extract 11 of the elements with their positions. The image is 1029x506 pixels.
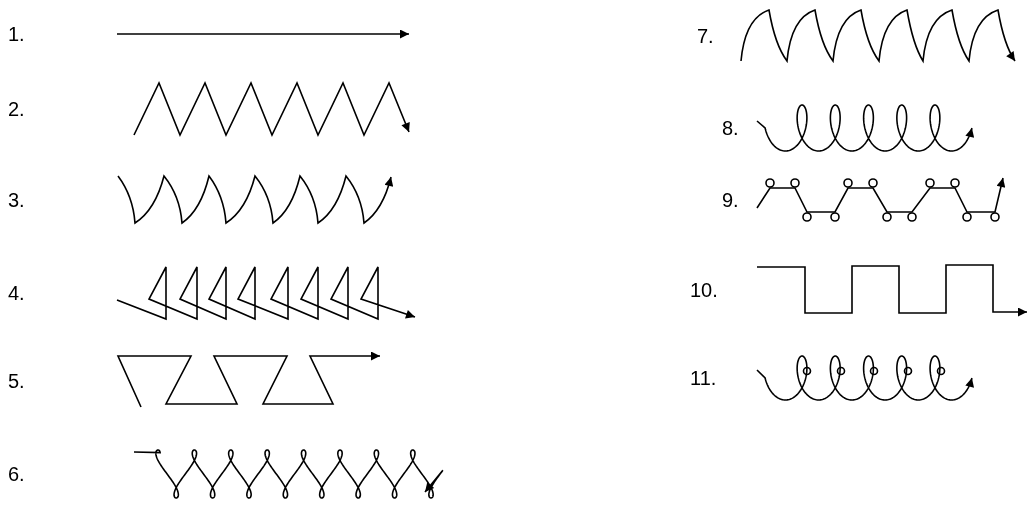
pattern-number: 9. [722,190,739,210]
pattern-number: 11. [690,368,717,388]
pattern-number: 1. [8,24,25,44]
pattern-number: 3. [8,190,25,210]
pattern-number: 6. [8,464,25,484]
pattern-number: 4. [8,283,25,303]
pattern-number: 10. [690,280,718,300]
pattern-number: 2. [8,99,25,119]
pattern-number: 5. [8,371,25,391]
pattern-number: 8. [722,118,739,138]
pattern-number: 7. [697,26,714,46]
